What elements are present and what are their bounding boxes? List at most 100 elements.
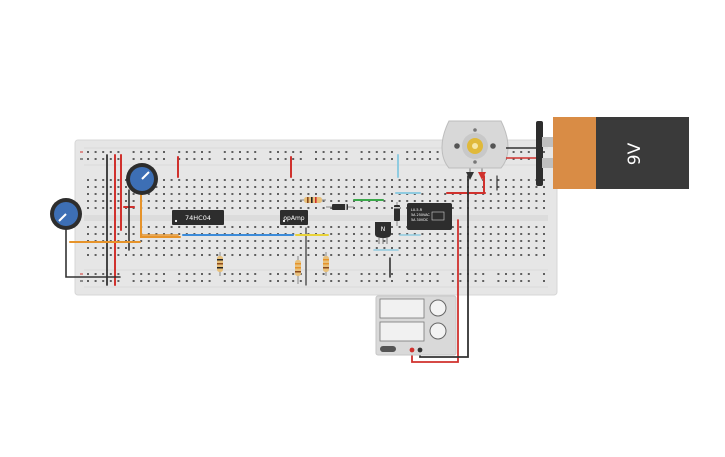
breadboard-hole[interactable]	[520, 207, 523, 209]
breadboard-hole[interactable]	[505, 273, 507, 275]
breadboard-hole[interactable]	[185, 273, 188, 275]
breadboard-hole[interactable]	[337, 273, 340, 275]
breadboard-hole[interactable]	[155, 226, 158, 228]
breadboard-hole[interactable]	[87, 226, 89, 228]
breadboard-hole[interactable]	[391, 193, 393, 195]
breadboard-hole[interactable]	[512, 207, 515, 209]
breadboard-hole[interactable]	[360, 254, 363, 256]
breadboard-hole[interactable]	[155, 240, 158, 242]
breadboard-hole[interactable]	[231, 254, 234, 256]
breadboard-hole[interactable]	[102, 233, 105, 235]
breadboard-hole[interactable]	[193, 200, 196, 202]
breadboard-hole[interactable]	[421, 193, 424, 195]
breadboard-hole[interactable]	[102, 226, 105, 228]
breadboard-hole[interactable]	[421, 233, 424, 235]
wire-orange[interactable]	[140, 192, 181, 238]
breadboard-hole[interactable]	[185, 151, 188, 153]
power-supply-icon[interactable]	[375, 295, 457, 356]
breadboard-hole[interactable]	[94, 207, 97, 209]
breadboard-hole[interactable]	[201, 273, 203, 275]
breadboard-hole[interactable]	[337, 254, 340, 256]
breadboard-hole[interactable]	[292, 179, 295, 181]
breadboard-hole[interactable]	[117, 193, 120, 195]
breadboard-hole[interactable]	[193, 254, 196, 256]
breadboard-hole[interactable]	[520, 186, 523, 188]
breadboard-hole[interactable]	[292, 233, 295, 235]
breadboard-hole[interactable]	[520, 233, 523, 235]
diode-icon[interactable]	[326, 204, 354, 210]
breadboard-hole[interactable]	[231, 247, 234, 249]
breadboard-hole[interactable]	[231, 200, 234, 202]
breadboard-hole[interactable]	[246, 226, 249, 228]
breadboard-hole[interactable]	[163, 207, 165, 209]
breadboard-hole[interactable]	[337, 280, 340, 282]
breadboard-hole[interactable]	[429, 247, 431, 249]
breadboard-hole[interactable]	[155, 233, 158, 235]
breadboard-hole[interactable]	[185, 207, 188, 209]
breadboard-hole[interactable]	[147, 254, 150, 256]
breadboard-hole[interactable]	[239, 207, 241, 209]
breadboard-hole[interactable]	[216, 179, 219, 181]
breadboard-hole[interactable]	[307, 207, 310, 209]
breadboard-hole[interactable]	[94, 186, 97, 188]
breadboard-hole[interactable]	[178, 233, 181, 235]
breadboard-hole[interactable]	[406, 273, 409, 275]
breadboard-hole[interactable]	[322, 179, 325, 181]
breadboard-hole[interactable]	[322, 158, 325, 160]
breadboard-hole[interactable]	[330, 193, 333, 195]
breadboard-hole[interactable]	[383, 151, 386, 153]
breadboard-hole[interactable]	[482, 240, 485, 242]
breadboard-hole[interactable]	[459, 200, 462, 202]
breadboard-hole[interactable]	[315, 151, 317, 153]
breadboard-hole[interactable]	[299, 247, 302, 249]
breadboard-hole[interactable]	[436, 186, 439, 188]
breadboard-hole[interactable]	[345, 186, 348, 188]
breadboard-hole[interactable]	[459, 247, 462, 249]
breadboard-hole[interactable]	[429, 193, 431, 195]
breadboard-hole[interactable]	[322, 254, 325, 256]
breadboard-hole[interactable]	[87, 151, 89, 153]
breadboard-hole[interactable]	[391, 207, 393, 209]
breadboard-hole[interactable]	[375, 240, 378, 242]
breadboard-hole[interactable]	[163, 280, 165, 282]
breadboard-hole[interactable]	[125, 179, 127, 181]
breadboard-hole[interactable]	[163, 158, 165, 160]
breadboard-hole[interactable]	[246, 200, 249, 202]
breadboard-hole[interactable]	[239, 151, 241, 153]
breadboard-hole[interactable]	[277, 226, 279, 228]
breadboard-hole[interactable]	[292, 280, 295, 282]
breadboard-hole[interactable]	[413, 200, 416, 202]
breadboard-hole[interactable]	[269, 207, 272, 209]
breadboard-hole[interactable]	[451, 254, 454, 256]
breadboard-hole[interactable]	[170, 200, 173, 202]
breadboard-hole[interactable]	[330, 207, 333, 209]
breadboard-hole[interactable]	[239, 254, 241, 256]
breadboard-hole[interactable]	[231, 280, 234, 282]
wire-red-supply[interactable]	[411, 219, 459, 363]
breadboard-hole[interactable]	[436, 158, 439, 160]
breadboard-hole[interactable]	[337, 193, 340, 195]
breadboard-hole[interactable]	[436, 233, 439, 235]
breadboard-hole[interactable]	[185, 247, 188, 249]
breadboard-hole[interactable]	[345, 200, 348, 202]
breadboard-hole[interactable]	[527, 186, 530, 188]
breadboard-hole[interactable]	[299, 207, 302, 209]
breadboard-hole[interactable]	[497, 226, 500, 228]
breadboard-hole[interactable]	[383, 158, 386, 160]
breadboard-hole[interactable]	[421, 179, 424, 181]
breadboard-hole[interactable]	[269, 226, 272, 228]
breadboard-hole[interactable]	[368, 193, 371, 195]
breadboard-hole[interactable]	[284, 186, 287, 188]
breadboard-hole[interactable]	[315, 226, 317, 228]
breadboard-hole[interactable]	[444, 247, 447, 249]
breadboard-hole[interactable]	[375, 254, 378, 256]
breadboard-hole[interactable]	[193, 151, 196, 153]
breadboard-hole[interactable]	[307, 254, 310, 256]
breadboard-hole[interactable]	[178, 273, 181, 275]
breadboard-hole[interactable]	[368, 179, 371, 181]
breadboard-hole[interactable]	[155, 151, 158, 153]
breadboard-hole[interactable]	[505, 226, 507, 228]
breadboard-hole[interactable]	[292, 207, 295, 209]
breadboard-hole[interactable]	[87, 186, 89, 188]
breadboard-hole[interactable]	[147, 151, 150, 153]
